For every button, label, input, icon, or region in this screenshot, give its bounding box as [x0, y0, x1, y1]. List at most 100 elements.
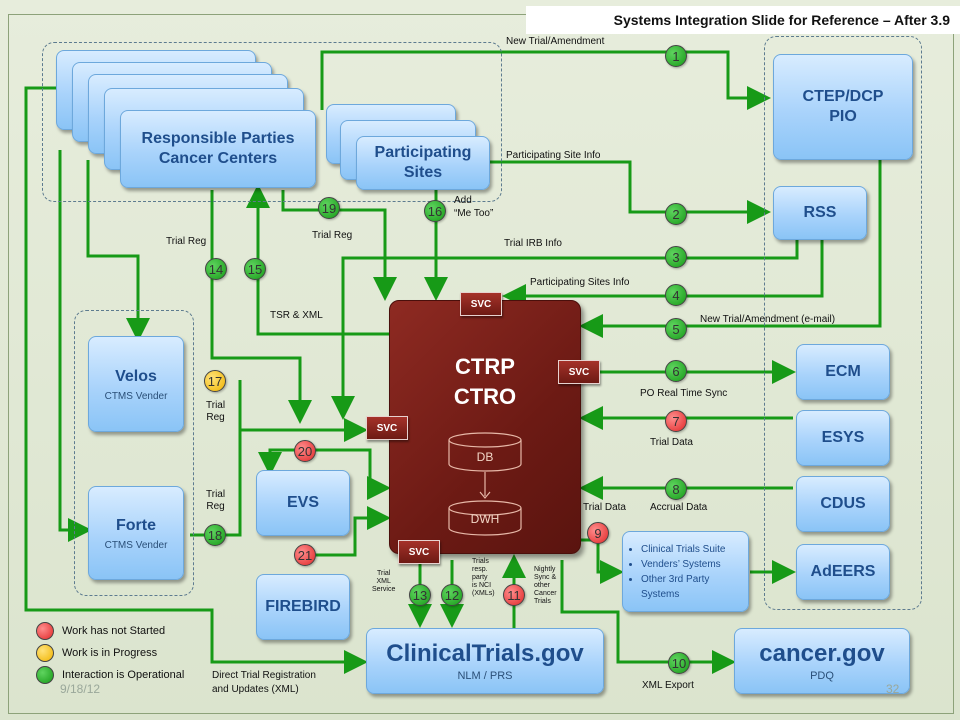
- label-me-too: “Me Too”: [454, 208, 494, 219]
- step-19-marker: 19: [318, 197, 340, 219]
- ctep-dcp-box[interactable]: CTEP/DCP PIO: [773, 54, 913, 160]
- velos-label: Velos: [115, 367, 157, 385]
- step-6-marker: 6: [665, 360, 687, 382]
- responsible-parties-box[interactable]: Responsible Parties Cancer Centers: [120, 110, 316, 188]
- label-trial-reg-a: Trial Reg: [166, 236, 207, 247]
- step-4-marker: 4: [665, 284, 687, 306]
- step-3-marker: 3: [665, 246, 687, 268]
- label-trials-resp-party: Trials resp. party is NCI (XMLs): [472, 558, 495, 597]
- label-new-trial-email: New Trial/Amendment (e-mail): [700, 314, 836, 325]
- step-5-marker: 5: [665, 318, 687, 340]
- step-18-marker: 18: [204, 524, 226, 546]
- label-tsr-xml: TSR & XML: [270, 310, 323, 321]
- ctep-dcp-label: CTEP/DCP PIO: [802, 88, 884, 125]
- firebird-label: FIREBIRD: [265, 598, 341, 615]
- responsible-parties-label: Responsible Parties Cancer Centers: [141, 130, 295, 167]
- clinicaltrials-gov-sublabel: NLM / PRS: [457, 670, 513, 682]
- footer-date: 9/18/12: [60, 682, 101, 696]
- firebird-box[interactable]: FIREBIRD: [256, 574, 350, 640]
- clinicaltrials-gov-box[interactable]: ClinicalTrials.gov NLM / PRS: [366, 628, 604, 694]
- svc-bottom[interactable]: SVC: [398, 540, 440, 564]
- step-8-marker: 8: [665, 478, 687, 500]
- evs-label: EVS: [286, 494, 319, 511]
- responsible-parties-group: [42, 42, 502, 202]
- external-systems-group: [764, 36, 922, 610]
- esys-label: ESYS: [821, 429, 865, 446]
- label-trial-data-9: Trial Data: [583, 502, 626, 513]
- step-15-marker: 15: [244, 258, 266, 280]
- label-nightly-sync: Nightly Sync & other Cancer Trials: [534, 566, 557, 605]
- cdus-box[interactable]: CDUS: [796, 476, 890, 532]
- step-17-marker: 17: [204, 370, 226, 392]
- list-item: Other 3rd Party Systems: [641, 572, 748, 602]
- participating-sites-label: Participating Sites: [374, 144, 472, 181]
- cancer-gov-box[interactable]: cancer.gov PDQ: [734, 628, 910, 694]
- list-item: Clinical Trials Suite: [641, 542, 748, 557]
- svc-left[interactable]: SVC: [366, 416, 408, 440]
- clinicaltrials-gov-label: ClinicalTrials.gov: [386, 640, 584, 667]
- cdus-label: CDUS: [820, 495, 866, 512]
- label-participating-sites-info: Participating Sites Info: [530, 277, 630, 288]
- step-16-marker: 16: [424, 200, 446, 222]
- velos-box[interactable]: Velos CTMS Vender: [88, 336, 184, 432]
- green-dot-icon: [36, 666, 54, 684]
- label-accrual-data: Accrual Data: [650, 502, 708, 513]
- step-10-marker: 10: [668, 652, 690, 674]
- adeers-label: AdEERS: [810, 563, 876, 580]
- slide-frame: [8, 14, 954, 714]
- legend-in-progress: Work is in Progress: [36, 644, 157, 662]
- dwh-label: DWH: [470, 512, 500, 526]
- rss-label: RSS: [803, 204, 837, 221]
- svc-right[interactable]: SVC: [558, 360, 600, 384]
- participating-sites-box[interactable]: Participating Sites: [356, 136, 490, 190]
- label-trial-reg-b: Trial Reg: [312, 230, 353, 241]
- label-trial-irb-info: Trial IRB Info: [504, 238, 562, 249]
- forte-box[interactable]: Forte CTMS Vender: [88, 486, 184, 580]
- step-13-marker: 13: [409, 584, 431, 606]
- label-po-sync: PO Real Time Sync: [640, 388, 728, 399]
- label-trial-data-7: Trial Data: [650, 437, 693, 448]
- adeers-box[interactable]: AdEERS: [796, 544, 890, 600]
- legend-not-started: Work has not Started: [36, 622, 165, 640]
- esys-box[interactable]: ESYS: [796, 410, 890, 466]
- ctms-venders-group: [74, 310, 194, 596]
- slide-title: Systems Integration Slide for Reference …: [526, 6, 960, 34]
- step-12-marker: 12: [441, 584, 463, 606]
- step-14-marker: 14: [205, 258, 227, 280]
- label-xml-export: XML Export: [642, 680, 694, 691]
- svc-top[interactable]: SVC: [460, 292, 502, 316]
- db-label: DB: [476, 450, 494, 464]
- step-1-marker: 1: [665, 45, 687, 67]
- clinical-trials-suite-list: Clinical Trials Suite Venders’ Systems O…: [629, 542, 748, 602]
- label-new-trial: New Trial/Amendment: [506, 36, 605, 47]
- ecm-label: ECM: [825, 363, 861, 380]
- label-direct-reg-2: and Updates (XML): [212, 684, 299, 695]
- label-participating-site-info: Participating Site Info: [506, 150, 601, 161]
- list-item: Venders’ Systems: [641, 557, 748, 572]
- database-icon: [448, 432, 522, 536]
- footer-page-number: 32: [886, 682, 900, 696]
- step-21-marker: 21: [294, 544, 316, 566]
- cancer-gov-label: cancer.gov: [759, 640, 885, 667]
- step-2-marker: 2: [665, 203, 687, 225]
- forte-sublabel: CTMS Vender: [104, 539, 168, 551]
- label-add: Add: [454, 195, 472, 206]
- evs-box[interactable]: EVS: [256, 470, 350, 536]
- cancer-gov-sublabel: PDQ: [810, 670, 834, 682]
- rss-box[interactable]: RSS: [773, 186, 867, 240]
- step-20-marker: 20: [294, 440, 316, 462]
- label-direct-reg-1: Direct Trial Registration: [212, 670, 316, 681]
- step-11-marker: 11: [503, 584, 525, 606]
- forte-label: Forte: [116, 516, 156, 534]
- step-7-marker: 7: [665, 410, 687, 432]
- step-9-marker: 9: [587, 522, 609, 544]
- clinical-trials-suite-box[interactable]: Clinical Trials Suite Venders’ Systems O…: [622, 531, 749, 612]
- legend-operational: Interaction is Operational: [36, 666, 184, 684]
- ecm-box[interactable]: ECM: [796, 344, 890, 400]
- yellow-dot-icon: [36, 644, 54, 662]
- red-dot-icon: [36, 622, 54, 640]
